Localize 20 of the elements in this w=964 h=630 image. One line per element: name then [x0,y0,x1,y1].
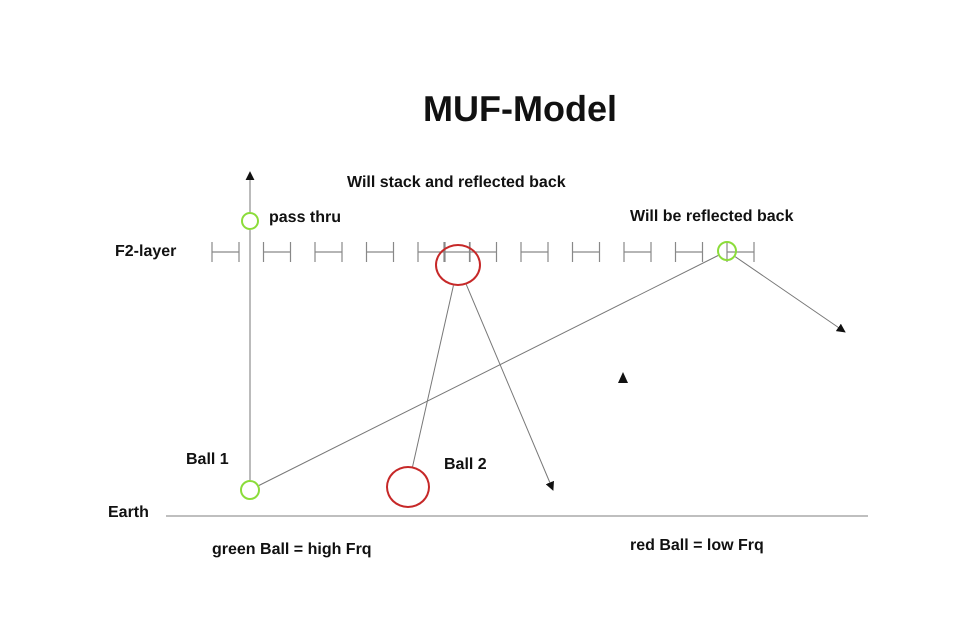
arrow [246,171,254,212]
ball-label: Will be reflected back [630,208,794,226]
legend-note: red Ball = low Frq [630,537,764,555]
diagram-title: MUF-Model [423,88,617,130]
ball-circle [435,244,481,286]
path-line [412,285,454,467]
arrow [466,284,554,491]
ball-label: Ball 2 [444,456,487,474]
annotation-text: Will stack and reflected back [347,174,566,192]
ball-circle [717,241,737,261]
legend-note: green Ball = high Frq [212,541,372,559]
arrow [734,256,846,332]
ball-label: pass thru [269,209,342,227]
ball-circle [240,480,260,500]
ball-label: Ball 1 [186,451,229,469]
path-line [258,255,719,486]
ball-circle [241,212,259,230]
ground-label: Earth [108,504,149,522]
ball-circle [386,466,430,508]
layer-label: F2-layer [115,243,176,261]
